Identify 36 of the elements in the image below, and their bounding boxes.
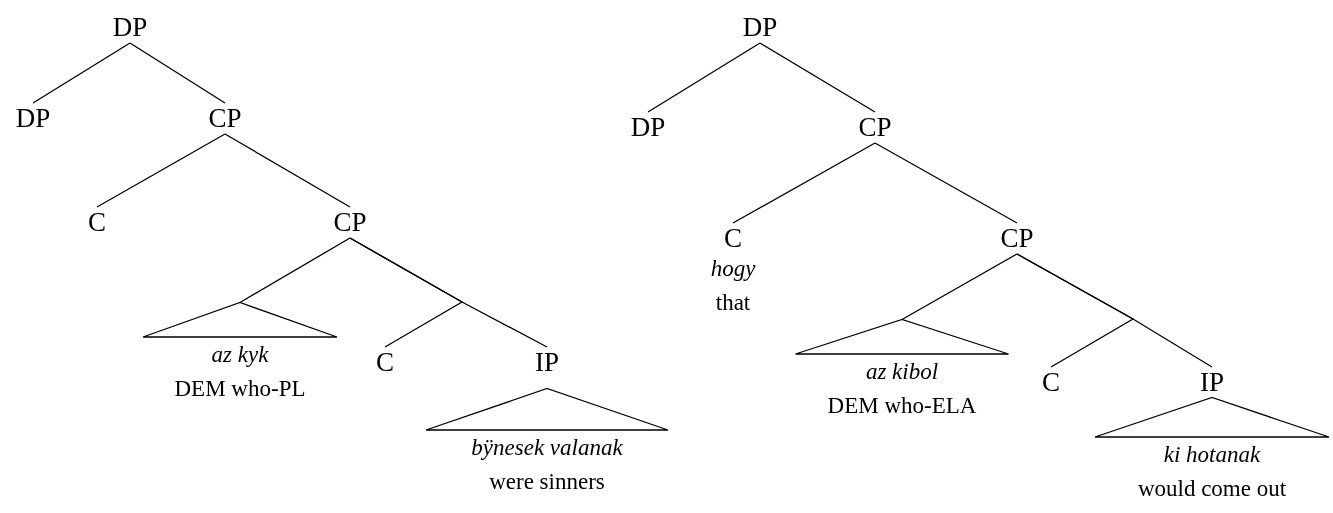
- source-word: ki hotanak: [1162, 441, 1262, 469]
- gloss-text: would come out: [1136, 475, 1288, 503]
- category-label: IP: [535, 349, 559, 376]
- category-label: DP: [630, 114, 666, 141]
- category-label: DP: [112, 14, 148, 41]
- gloss-text: were sinners: [488, 468, 606, 496]
- category-label: CP: [208, 105, 242, 132]
- category-label: C: [1042, 369, 1060, 396]
- tree-branch: [901, 253, 1018, 321]
- category-label: DP: [742, 14, 778, 41]
- category-label: C: [376, 349, 394, 376]
- gloss-text: DEM who-ELA: [826, 392, 978, 420]
- gloss-text: DEM who-PL: [173, 375, 307, 403]
- source-word: hogy: [710, 255, 756, 283]
- category-label: DP: [15, 105, 51, 132]
- source-word: az kibol: [864, 358, 940, 386]
- tree-branch: [647, 42, 761, 113]
- category-label: CP: [333, 209, 367, 236]
- tree-branch: [239, 237, 351, 304]
- category-label: C: [88, 209, 106, 236]
- tree-branch: [129, 42, 226, 104]
- tree-branch: [32, 42, 131, 104]
- category-label: IP: [1200, 369, 1224, 396]
- category-label: CP: [858, 114, 892, 141]
- source-word: bÿnesek valanak: [470, 434, 624, 462]
- category-label: C: [723, 225, 743, 252]
- source-word: az kyk: [210, 341, 270, 369]
- tree-branch: [874, 142, 1018, 224]
- tree-branch: [349, 237, 548, 348]
- tree-branch: [732, 142, 876, 224]
- tree-branch: [96, 133, 226, 208]
- tree-branch: [1016, 253, 1213, 368]
- gloss-text: that: [714, 289, 752, 317]
- tree-branch: [224, 133, 351, 208]
- tree-branch: [759, 42, 876, 113]
- category-label: CP: [1000, 225, 1034, 252]
